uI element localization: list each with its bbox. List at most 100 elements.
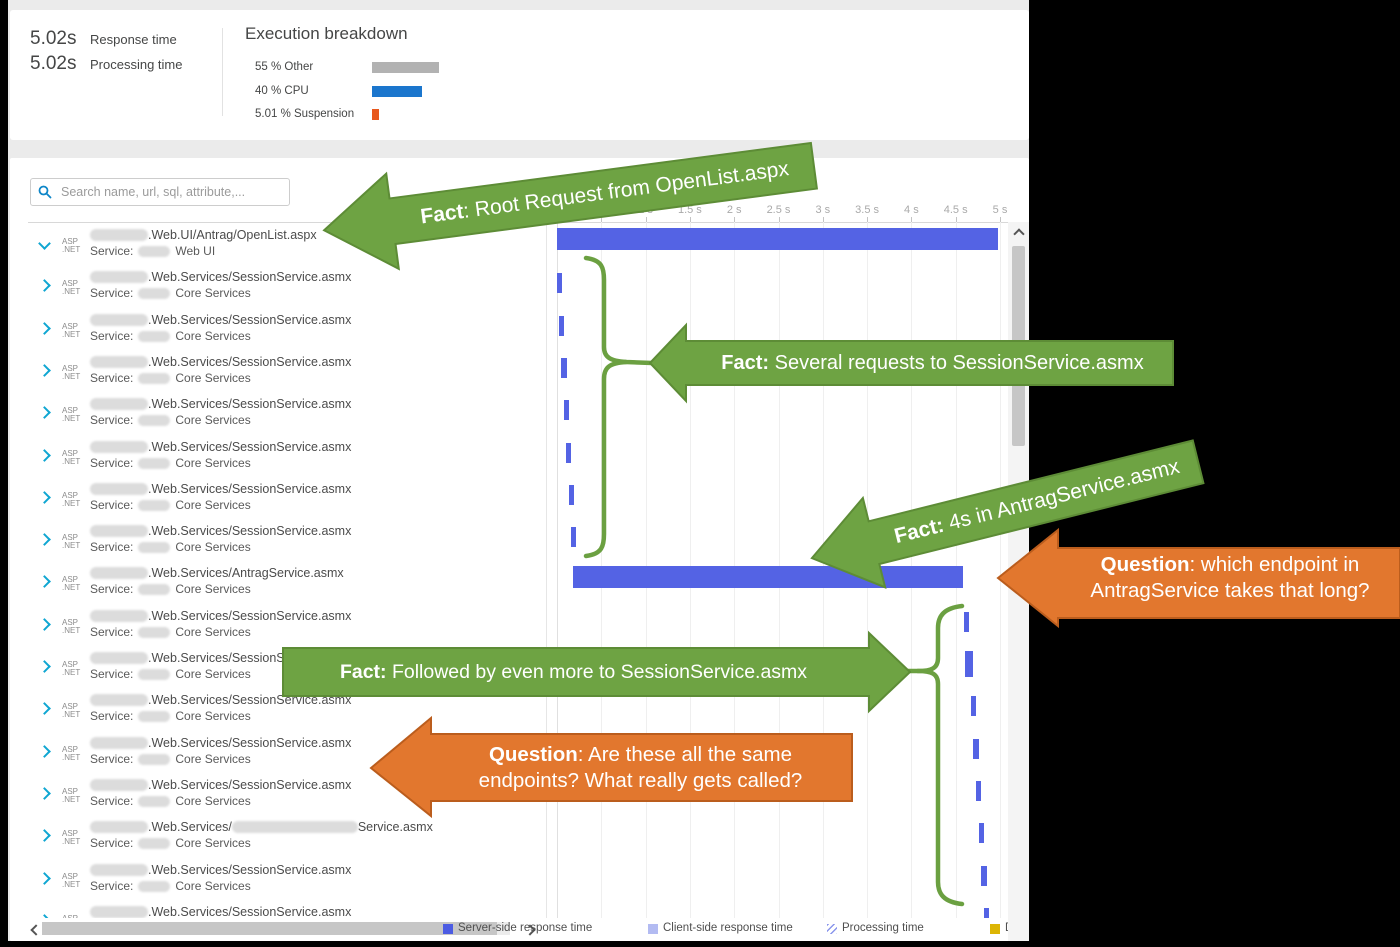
gantt-dash[interactable]	[557, 273, 563, 294]
chevron-right-icon[interactable]	[38, 871, 51, 885]
redacted-text	[138, 795, 171, 807]
legend-swatch-solid	[443, 924, 453, 934]
processing-time-label: Processing time	[90, 57, 183, 72]
service-line: Service:Core Services	[90, 328, 251, 343]
aspnet-icon: ASP.NET	[62, 448, 81, 466]
tick-label: 5 s	[992, 204, 1008, 216]
redacted-text	[231, 821, 358, 834]
search-icon	[38, 185, 52, 199]
gantt-dash[interactable]	[965, 651, 974, 677]
request-name: .Web.Services/AntragService.asmx	[90, 566, 344, 581]
tree-row[interactable]: ASP.NET.Web.Services/SessionService.asmx…	[28, 691, 546, 733]
redacted-text	[138, 372, 171, 384]
chevron-right-icon[interactable]	[38, 279, 51, 293]
chevron-right-icon[interactable]	[38, 829, 51, 843]
chevron-right-icon[interactable]	[38, 575, 51, 589]
chevron-right-icon[interactable]	[38, 321, 51, 335]
redacted-text	[90, 863, 148, 876]
chevron-right-icon[interactable]	[38, 448, 51, 462]
gantt-dash[interactable]	[976, 780, 982, 801]
annotation-fact-4s-antragservice: Fact: 4s in AntragService.asmx	[800, 415, 1209, 604]
chevron-right-icon[interactable]	[38, 744, 51, 758]
redacted-text	[90, 567, 148, 580]
tree-row[interactable]: ASP.NET.Web.Services/SessionService.asmx…	[28, 734, 546, 776]
gantt-dash[interactable]	[981, 865, 987, 886]
redacted-text	[138, 415, 171, 427]
redacted-text	[138, 626, 171, 638]
redacted-text	[138, 246, 171, 257]
scroll-left-icon[interactable]	[30, 924, 42, 936]
divider	[546, 222, 547, 918]
gantt-dash[interactable]	[963, 611, 969, 632]
request-name: .Web.Services/SessionService.asmx	[90, 778, 351, 793]
gantt-dash[interactable]	[561, 357, 567, 378]
aspnet-icon: ASP.NET	[62, 702, 81, 720]
redacted-text	[138, 330, 171, 342]
redacted-text	[138, 669, 171, 680]
chevron-right-icon[interactable]	[38, 702, 51, 716]
service-line: Service:Core Services	[90, 836, 251, 851]
grouping-brace-top	[583, 255, 655, 559]
redacted-text	[138, 288, 171, 300]
gridline	[1000, 222, 1001, 918]
redacted-text	[90, 652, 148, 664]
service-line: Service:Core Services	[90, 497, 251, 512]
chevron-down-icon[interactable]	[38, 237, 51, 250]
chevron-right-icon[interactable]	[38, 617, 51, 631]
chevron-right-icon[interactable]	[38, 660, 51, 673]
redacted-text	[138, 584, 171, 596]
annotation-fact-root-request: Fact: Root Request from OpenList.aspx	[318, 118, 820, 278]
chevron-right-icon[interactable]	[38, 787, 51, 800]
tree-row[interactable]: ASP.NET.Web.Services/SessionService.asmx…	[28, 480, 546, 522]
tick-mark	[734, 217, 736, 222]
gantt-dash[interactable]	[564, 400, 570, 421]
processing-time-value: 5.02s	[30, 53, 77, 74]
aspnet-icon: ASP.NET	[62, 660, 81, 677]
scroll-up-icon[interactable]	[1013, 228, 1025, 240]
gantt-dash[interactable]	[558, 315, 565, 336]
chevron-right-icon[interactable]	[38, 364, 51, 377]
gantt-dash[interactable]	[978, 823, 985, 844]
gantt-dash[interactable]	[565, 442, 572, 463]
tree-row[interactable]: ASP.NET.Web.Services/SessionService.asmx…	[28, 522, 546, 564]
service-line: Service:Core Services	[90, 793, 251, 808]
service-line: Service:Core Services	[90, 582, 251, 597]
response-time-value: 5.02s	[30, 28, 77, 49]
tree-row[interactable]: ASP.NET .Web.Services/SessionService.asmx…	[28, 776, 546, 818]
tree-row[interactable]: ASP.NET.Web.Services/SessionService.asmx…	[28, 607, 546, 649]
tree-row[interactable]: ASP.NET.Web.Services/SessionService.asmx…	[28, 353, 546, 395]
redacted-text	[90, 355, 148, 368]
tree-row[interactable]: ASP.NET.Web.Services/SessionService.asmx…	[28, 438, 546, 480]
gantt-dash[interactable]	[984, 907, 990, 928]
gantt-dash[interactable]	[973, 738, 979, 759]
gantt-dash[interactable]	[571, 527, 577, 548]
redacted-text	[138, 499, 171, 511]
redacted-text	[90, 313, 148, 326]
chevron-right-icon[interactable]	[38, 406, 51, 420]
breakdown-bar	[372, 109, 379, 120]
aspnet-icon: ASP.NET	[62, 363, 81, 381]
request-name: .Web.Services/SessionService.asmx	[90, 736, 351, 751]
search-input[interactable]	[59, 180, 285, 204]
gantt-dash[interactable]	[970, 696, 977, 717]
gantt-dash[interactable]	[568, 484, 574, 505]
chevron-right-icon[interactable]	[38, 533, 51, 546]
aspnet-icon: ASP.NET	[62, 533, 81, 551]
search-box[interactable]	[30, 178, 290, 206]
tree-row[interactable]: ASP.NET.Web.Services/SessionService.asmx…	[28, 268, 546, 310]
summary-panel: 5.02s Response time 5.02s Processing tim…	[10, 10, 1029, 140]
tree-row[interactable]: ASP.NET.Web.Services/SessionService.asmx…	[28, 395, 546, 437]
request-name: .Web.Services/SessionService.asmx	[90, 313, 351, 328]
tick-mark	[822, 217, 824, 222]
breakdown-bar	[372, 62, 439, 73]
tree-row[interactable]: ASP.NET.Web.Services/SessionService.asmx…	[28, 861, 546, 903]
gantt-bar[interactable]	[557, 228, 999, 250]
request-name: .Web.Services/SessionService.asmx	[90, 482, 351, 497]
chevron-right-icon[interactable]	[38, 490, 51, 504]
tree-row[interactable]: ASP.NET.Web.Services/SessionService.asmx…	[28, 311, 546, 353]
aspnet-icon: ASP.NET	[62, 786, 81, 804]
horizontal-scrollbar-thumb[interactable]	[42, 922, 497, 935]
